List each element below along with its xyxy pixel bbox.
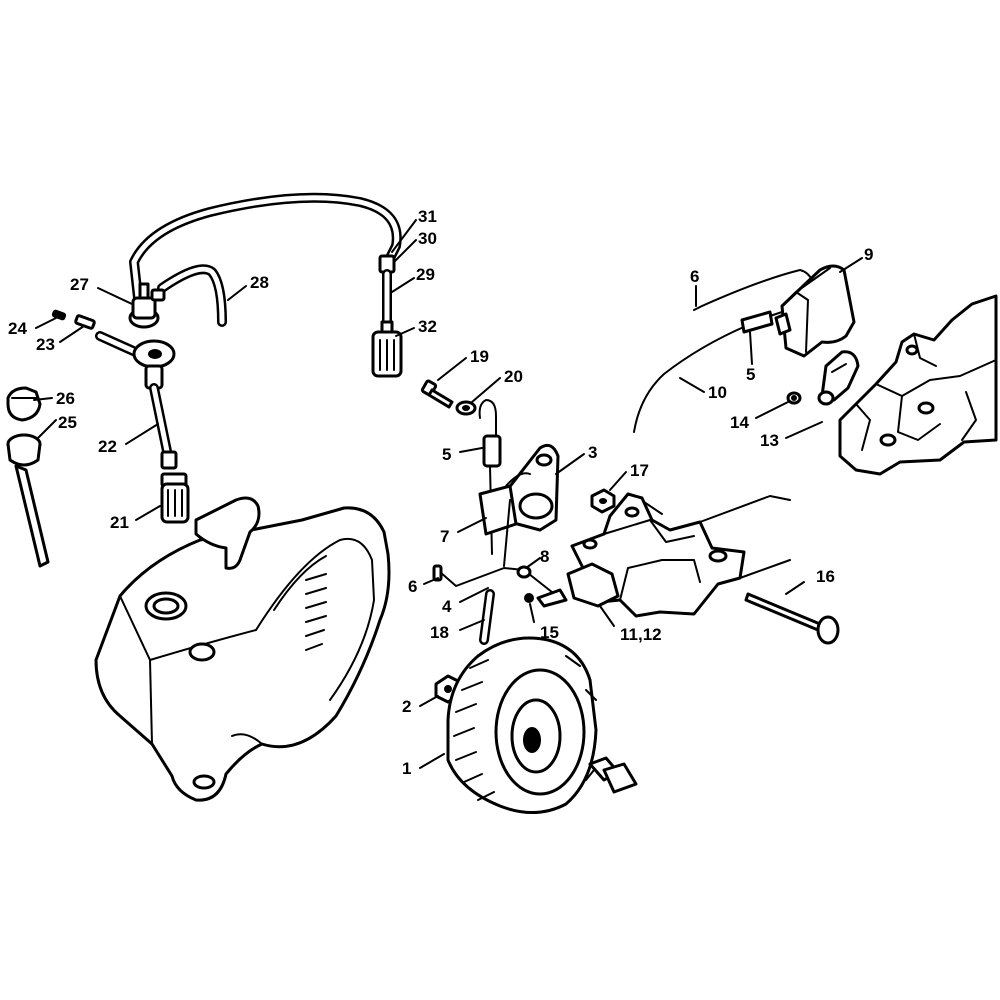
crankcase-11-12 <box>566 492 791 618</box>
fuel-tank-housing <box>94 496 391 802</box>
callout-11-12: 11,12 <box>620 625 662 644</box>
callout-28: 28 <box>250 273 269 292</box>
bolt-16 <box>744 592 840 645</box>
grommet-25 <box>6 433 50 568</box>
callout-16: 16 <box>816 567 835 586</box>
callout-25: 25 <box>58 413 77 432</box>
pin-23 <box>74 314 96 330</box>
callout-31: 31 <box>418 207 437 226</box>
switch-13 <box>817 350 860 406</box>
bolt-19 <box>420 379 454 409</box>
ground-cable-8 <box>516 565 568 608</box>
screw-15 <box>524 593 534 603</box>
callout-17: 17 <box>630 461 649 480</box>
callout-32: 32 <box>418 317 437 336</box>
callout-14: 14 <box>730 413 749 432</box>
cable-10 <box>633 310 783 433</box>
short-hose-28 <box>157 264 227 327</box>
callout-6-left: 6 <box>408 577 417 596</box>
screw-14 <box>786 391 802 405</box>
callout-15: 15 <box>540 623 559 642</box>
callout-20: 20 <box>504 367 523 386</box>
callout-5-left: 5 <box>442 445 451 464</box>
ignition-lead-upper <box>701 269 813 307</box>
callout-3: 3 <box>588 443 597 462</box>
callout-30: 30 <box>418 229 437 248</box>
callout-labels: 31 30 29 32 27 28 24 23 26 25 22 21 19 2… <box>8 207 873 778</box>
callout-10: 10 <box>708 383 727 402</box>
callout-29: 29 <box>416 265 435 284</box>
callout-19: 19 <box>470 347 489 366</box>
callout-26: 26 <box>56 389 75 408</box>
callout-9: 9 <box>864 245 873 264</box>
callout-5-right: 5 <box>746 365 755 384</box>
hose-18 <box>479 589 495 645</box>
callout-18: 18 <box>430 623 449 642</box>
nut-17 <box>590 488 616 514</box>
fuel-hose-loop <box>129 192 402 329</box>
callout-8: 8 <box>540 547 549 566</box>
callout-1: 1 <box>402 759 411 778</box>
callout-13: 13 <box>760 431 779 450</box>
connector-6-upper <box>693 305 703 311</box>
cap-26 <box>6 386 42 422</box>
fuel-filter-32 <box>371 320 403 378</box>
callout-6-right: 6 <box>690 267 699 286</box>
connector-6 <box>432 564 443 582</box>
short-circuit-wire-4 <box>439 499 525 587</box>
washer-20 <box>455 400 477 416</box>
callout-23: 23 <box>36 335 55 354</box>
ignition-coil-9 <box>774 264 856 358</box>
pickup-body <box>95 331 176 390</box>
rear-handle-housing <box>838 294 998 476</box>
leader-lines <box>33 219 863 769</box>
suction-hose-22 <box>149 383 178 470</box>
callout-7: 7 <box>440 527 449 546</box>
callout-24: 24 <box>8 319 27 338</box>
pin-24 <box>51 309 67 321</box>
tank-vent-27 <box>128 282 166 329</box>
callout-22: 22 <box>98 437 117 456</box>
callout-27: 27 <box>70 275 89 294</box>
flywheel-1 <box>446 636 638 815</box>
pickup-filter-21 <box>160 472 190 524</box>
callout-21: 21 <box>110 513 129 532</box>
callout-4: 4 <box>442 597 452 616</box>
callout-2: 2 <box>402 697 411 716</box>
